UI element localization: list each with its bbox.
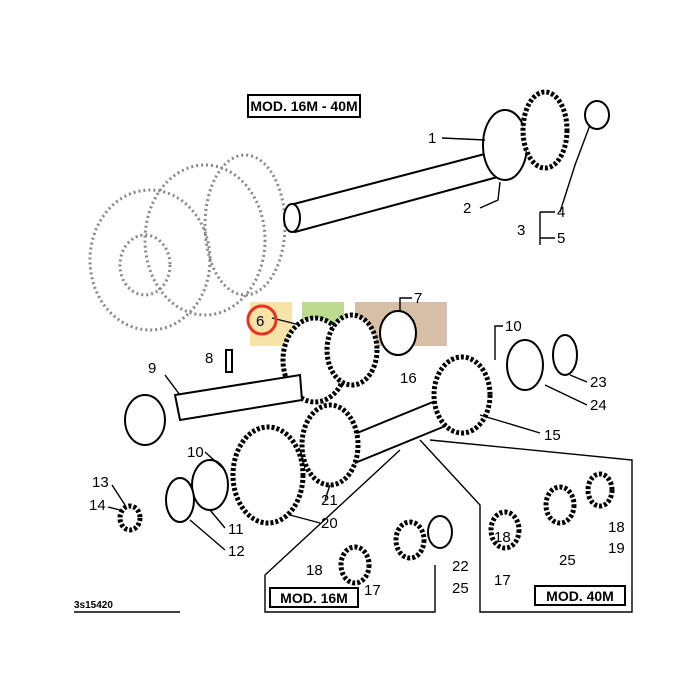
leader-lines xyxy=(107,124,591,551)
callout-23[interactable]: 23 xyxy=(590,374,607,391)
callout-18-40m-right[interactable]: 18 xyxy=(608,519,625,536)
callout-18-40m-left[interactable]: 18 xyxy=(494,529,511,546)
bushing-4 xyxy=(584,100,610,130)
callout-4[interactable]: 4 xyxy=(557,204,565,221)
callout-14[interactable]: 14 xyxy=(89,497,106,514)
callout-21[interactable]: 21 xyxy=(321,492,338,509)
inset-40m-rings xyxy=(488,471,615,551)
callout-7[interactable]: 7 xyxy=(414,290,422,307)
callout-20[interactable]: 20 xyxy=(321,515,338,532)
bearing-7 xyxy=(379,310,417,356)
callout-6[interactable]: 6 xyxy=(256,313,264,330)
callout-25-40m[interactable]: 25 xyxy=(559,552,576,569)
callout-8[interactable]: 8 xyxy=(205,350,213,367)
input-gear xyxy=(520,89,570,171)
callout-24[interactable]: 24 xyxy=(590,397,607,414)
callout-19[interactable]: 19 xyxy=(608,540,625,557)
callout-12[interactable]: 12 xyxy=(228,543,245,560)
callout-25-16m[interactable]: 25 xyxy=(452,580,469,597)
drawing-code: 3s15420 xyxy=(74,600,113,611)
callout-15[interactable]: 15 xyxy=(544,427,561,444)
callout-10-upper[interactable]: 10 xyxy=(505,318,522,335)
inset-16m: 18 17 22 25 MOD. 16M xyxy=(269,558,469,608)
bearing-2 xyxy=(482,109,528,181)
callout-17-16m[interactable]: 17 xyxy=(364,582,381,599)
highlight-ring xyxy=(246,304,278,336)
callout-2[interactable]: 2 xyxy=(463,200,471,217)
input-shaft xyxy=(283,89,610,234)
callout-9[interactable]: 9 xyxy=(148,360,156,377)
callout-1[interactable]: 1 xyxy=(428,130,436,147)
callout-17-40m[interactable]: 17 xyxy=(494,572,511,589)
callout-5[interactable]: 5 xyxy=(557,230,565,247)
model-title: MOD. 16M - 40M xyxy=(250,98,357,114)
inset-40m-title: MOD. 40M xyxy=(546,588,614,604)
inset-16m-title: MOD. 16M xyxy=(280,590,348,606)
callout-11[interactable]: 11 xyxy=(228,521,244,538)
inset-16m-rings xyxy=(338,515,453,586)
inset-40m: 18 19 25 18 17 MOD. 40M xyxy=(494,519,626,606)
shaft-9 xyxy=(173,373,304,422)
model-title-box: MOD. 16M - 40M xyxy=(247,94,361,118)
callout-18-16m[interactable]: 18 xyxy=(306,562,323,579)
callout-3[interactable]: 3 xyxy=(517,222,525,239)
callout-16[interactable]: 16 xyxy=(400,370,417,387)
callout-10-lower[interactable]: 10 xyxy=(187,444,204,461)
callout-labels: 1 2 3 4 5 7 8 9 10 16 23 24 15 10 13 14 … xyxy=(89,130,607,560)
callout-22[interactable]: 22 xyxy=(452,558,469,575)
callout-13[interactable]: 13 xyxy=(92,474,109,491)
inset-frames xyxy=(264,439,633,613)
gear-shaft-assembly xyxy=(117,310,578,533)
